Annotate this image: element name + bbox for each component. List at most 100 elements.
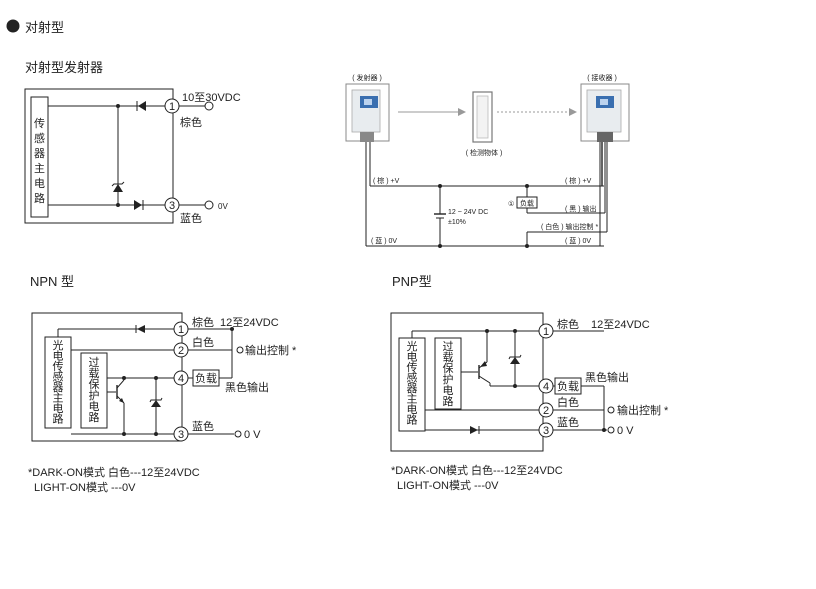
svg-text:主: 主 [34,162,45,175]
pnp-load-label: 负载 [557,379,579,393]
pnp-white-label: 白色 [557,395,579,409]
pnp-control-terminal [607,406,615,414]
emitter-frame [24,88,174,224]
emitter-bottom-diode-icon [134,200,142,210]
svg-text:护: 护 [89,388,100,402]
supply-voltage-label: 12 ~ 24V DC [448,209,488,216]
pnp-pin4-num: 4 [543,381,549,393]
emitter-pin1-color: 棕色 [180,115,202,129]
svg-text:光: 光 [407,339,418,353]
npn-load-label: 负载 [195,371,217,385]
emitter-pin1-voltage: 10至30VDC [182,92,241,104]
brown-v-right-label: ( 棕 ) +V [565,176,592,185]
svg-text:电: 电 [53,350,64,363]
emitter-pin3-terminal [204,200,214,210]
section-title: 对射型 [25,20,64,35]
pnp-black-output-label: 黑色输出 [585,370,629,384]
svg-text:保: 保 [443,361,454,375]
emitter-pin1-num: 1 [169,101,175,113]
svg-text:器: 器 [407,382,418,395]
emitter-sensor-icon [345,83,390,142]
svg-text:传: 传 [407,361,418,374]
svg-text:感: 感 [407,372,418,385]
pnp-diode-icon [470,426,478,434]
supply-tolerance-label: ±10% [448,219,466,226]
receiver-sensor-icon [580,83,630,142]
wiring-load-num: ① [508,200,514,208]
pnp-note-line2: LIGHT-ON模式 ---0V [397,479,499,492]
svg-text:器: 器 [53,381,64,394]
pnp-brown-label: 棕色 [557,317,579,331]
npn-sensor-text: 光 电 传 感 器 主 电 路 [53,338,64,426]
svg-text:电: 电 [407,351,418,364]
object-label: ( 检测物体 ) [466,148,503,157]
npn-black-output-label: 黑色输出 [225,380,269,394]
svg-text:路: 路 [53,413,64,426]
svg-text:路: 路 [89,411,100,424]
npn-title: NPN 型 [30,274,74,289]
black-output-label: ( 黑 ) 输出 [565,204,597,213]
section-bullet-icon [6,19,20,33]
svg-text:载: 载 [443,351,454,364]
pnp-transistor-icon [461,331,491,386]
npn-sensor-box [44,336,72,429]
svg-text:电: 电 [53,402,64,415]
svg-text:光: 光 [53,338,64,352]
emitter-title: 对射型发射器 [25,60,103,75]
pnp-output-control-label: 输出控制 * [617,403,669,417]
svg-text:器: 器 [34,147,45,160]
npn-transistor-icon [107,378,125,434]
npn-zero-v-terminal [234,430,242,438]
svg-text:电: 电 [34,177,45,190]
svg-text:感: 感 [53,371,64,384]
pnp-pin3-num: 3 [543,425,549,437]
pnp-pin1-num: 1 [543,326,549,338]
pnp-blue-label: 蓝色 [557,415,579,429]
pnp-supply-label: 12至24VDC [591,319,650,331]
pnp-zero-v-label: 0 V [617,425,634,437]
npn-pin4-num: 4 [178,373,184,385]
white-control-label: ( 白色 ) 输出控制 * [541,222,598,231]
pnp-sensor-text: 光 电 传 感 器 主 电 路 [407,339,418,427]
npn-control-terminal [236,346,244,354]
svg-text:主: 主 [407,393,418,406]
wiring-load-label: 负载 [520,199,534,208]
pnp-title: PNP型 [392,274,432,289]
pnp-note-line1: *DARK-ON模式 白色---12至24VDC [391,463,563,477]
emitter-top-diode-icon [138,101,146,111]
pnp-zero-v-terminal [607,426,615,434]
pnp-sensor-box [398,337,426,432]
npn-blue-label: 蓝色 [192,419,214,433]
svg-text:路: 路 [443,395,454,408]
npn-white-label: 白色 [192,335,214,349]
blue-0v-left-label: ( 蓝 ) 0V [371,236,397,245]
svg-text:路: 路 [407,414,418,427]
npn-brown-label: 棕色 [192,315,214,329]
wiring-receiver-label: ( 接收器 ) [587,73,617,82]
emitter-arrow-head-icon [458,108,466,116]
svg-text:电: 电 [89,400,100,413]
emitter-pin1-terminal [204,101,214,111]
npn-pin2-num: 2 [178,345,184,357]
emitter-pin3-color: 蓝色 [180,211,202,225]
npn-zener-icon [151,400,161,407]
emitter-zener-icon [113,184,123,192]
svg-text:护: 护 [443,372,454,386]
npn-note-line1: *DARK-ON模式 白色---12至24VDC [28,465,200,479]
svg-text:载: 载 [89,367,100,380]
npn-output-control-label: 输出控制 * [245,343,297,357]
npn-pin1-num: 1 [178,324,184,336]
npn-zero-v-label: 0 V [244,429,261,441]
svg-text:感: 感 [34,132,45,145]
npn-protection-text: 过 载 保 护 电 路 [89,356,100,424]
svg-text:传: 传 [34,117,45,130]
detected-object-icon [472,91,493,143]
svg-text:过: 过 [443,340,454,353]
svg-text:电: 电 [407,403,418,416]
svg-text:传: 传 [53,360,64,373]
blue-0v-right-label: ( 蓝 ) 0V [565,236,591,245]
pnp-pin2-num: 2 [543,405,549,417]
svg-text:保: 保 [89,377,100,391]
svg-text:路: 路 [34,192,45,205]
